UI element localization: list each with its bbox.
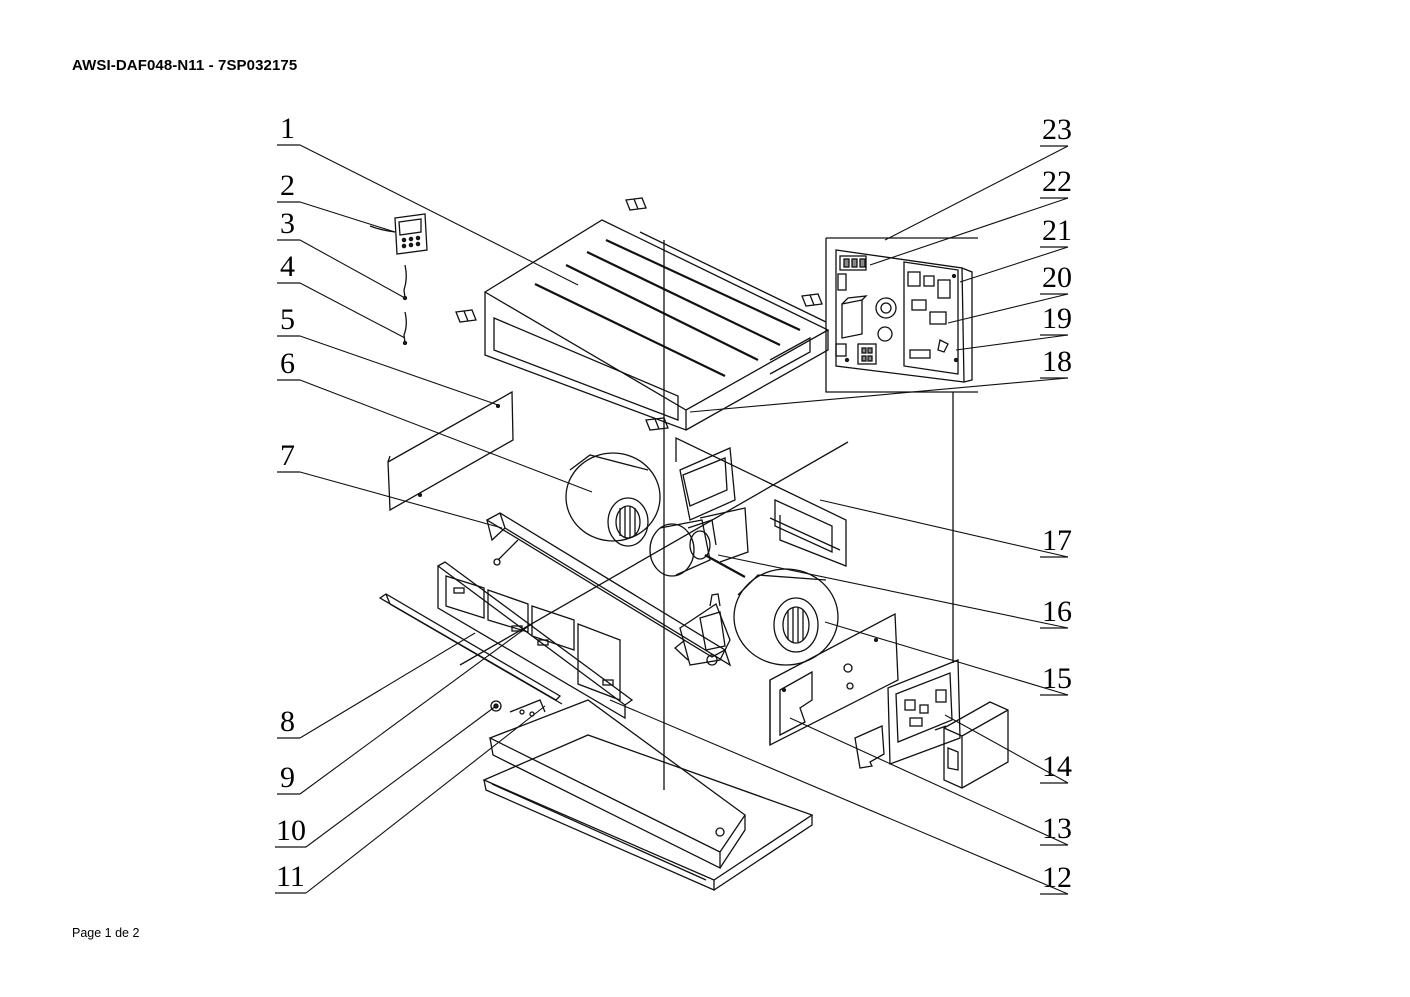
callout-8: 8: [280, 705, 295, 738]
callout-23: 23: [1042, 113, 1072, 146]
callout-4: 4: [280, 250, 295, 283]
drain-pan: [488, 699, 746, 870]
callout-9: 9: [280, 761, 295, 794]
callout-1: 1: [280, 112, 295, 145]
wire-harness-4: [402, 311, 408, 346]
callout-7: 7: [280, 439, 295, 472]
bottom-base-plate: [482, 734, 814, 891]
callout-16: 16: [1042, 595, 1072, 628]
box-screws: [844, 273, 959, 363]
control-pcb: [903, 261, 959, 375]
drain-plug: [490, 700, 502, 712]
centerlines: [459, 240, 954, 790]
callout-6: 6: [280, 347, 295, 380]
top-cabinet: [483, 219, 830, 431]
callout-3: 3: [280, 207, 295, 240]
electrical-box-cover: [943, 701, 1009, 789]
side-panel: [387, 390, 514, 512]
electrical-box-panel: [769, 612, 899, 769]
callout-12: 12: [1042, 861, 1072, 894]
capacitor-relay: [835, 295, 868, 357]
callout-11: 11: [276, 860, 305, 893]
leader-lines: [299, 144, 1069, 895]
page-footer: Page 1 de 2: [72, 926, 140, 940]
wired-controller: [369, 213, 428, 255]
filter-rail: [378, 593, 563, 705]
fan-support-rail: [485, 512, 732, 667]
callout-18: 18: [1042, 345, 1072, 378]
callout-5: 5: [280, 303, 295, 336]
terminal-block: [837, 255, 867, 291]
hanging-brackets: [455, 197, 823, 431]
callout-20: 20: [1042, 261, 1072, 294]
callout-17: 17: [1042, 524, 1072, 557]
callout-19: 19: [1042, 302, 1072, 335]
motor-bracket: [674, 593, 731, 666]
document-title: AWSI-DAF048-N11 - 7SP032175: [72, 57, 298, 74]
fan-motor: [649, 507, 749, 578]
wire-harness-3: [402, 264, 408, 301]
blower-housing-right: [733, 568, 839, 666]
blower-housing-left: [565, 452, 661, 547]
callout-2: 2: [280, 169, 295, 202]
control-box-frame: [825, 237, 978, 393]
transformer: [875, 297, 897, 342]
callout-22: 22: [1042, 165, 1072, 198]
callout-15: 15: [1042, 662, 1072, 695]
left-callouts: 1 2 3 4 5 6 7 8 9 10 11: [275, 112, 306, 894]
callout-10: 10: [276, 814, 306, 847]
callout-14: 14: [1042, 750, 1072, 783]
connector-block: [857, 343, 877, 365]
callout-21: 21: [1042, 214, 1072, 247]
main-pcb: [887, 659, 961, 765]
filter-frame: [436, 561, 634, 720]
rear-divider-panel: [675, 436, 847, 567]
